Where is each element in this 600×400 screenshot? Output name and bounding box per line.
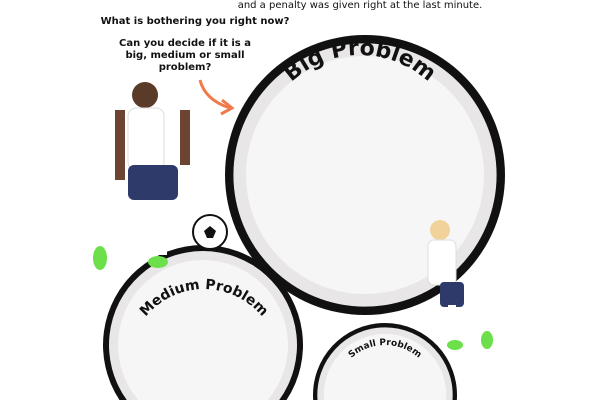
big-problem-ball-face (246, 56, 484, 294)
player-illustration-left (93, 82, 190, 270)
small-problem-ball-face (323, 333, 447, 400)
arrow-icon (198, 79, 231, 110)
medium-problem-ball-face (118, 260, 288, 400)
instruction-text: Can you decide if it is a big, medium or… (119, 38, 251, 73)
intro-text: and a penalty was given right at the las… (237, 0, 483, 11)
football-icon (192, 214, 228, 250)
arrow-head (220, 98, 235, 116)
player-illustration-right (427, 220, 493, 350)
question-text: What is bothering you right now? (100, 16, 290, 27)
